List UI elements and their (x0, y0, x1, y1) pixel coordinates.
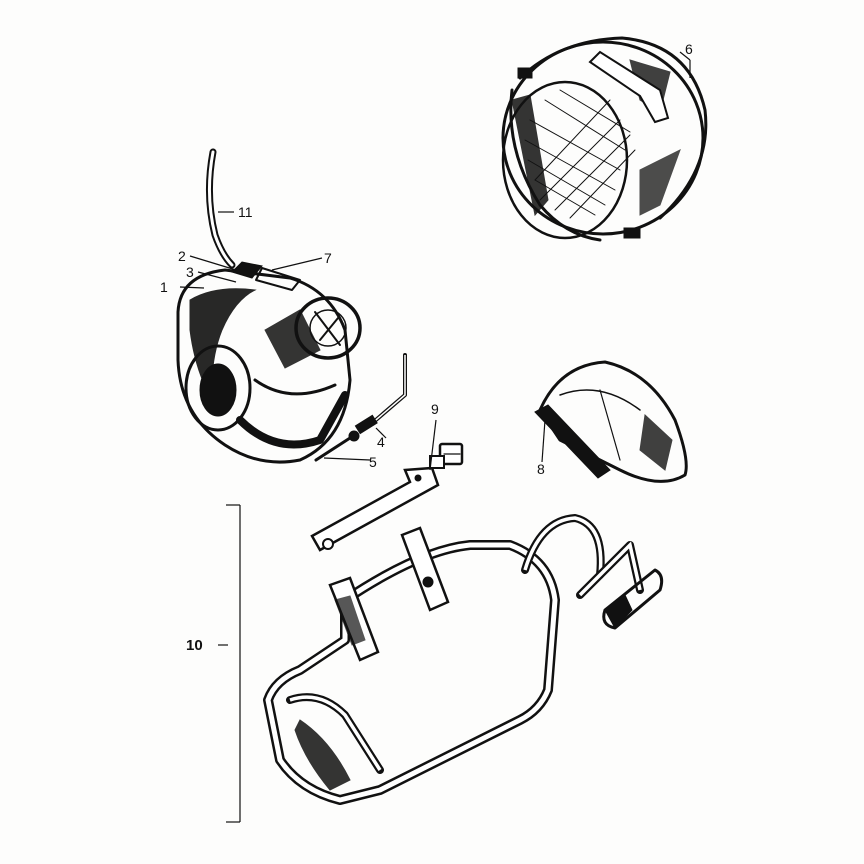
part-11-cable (205, 148, 236, 269)
callouts: 1 2 3 4 5 6 7 8 9 10 11 (160, 41, 693, 654)
callout-2: 2 (178, 248, 186, 264)
callout-8: 8 (537, 461, 545, 477)
part-10-range-bracket (218, 504, 241, 823)
part-10-frame (263, 514, 664, 805)
callout-10: 10 (186, 637, 203, 654)
part-5-screw (314, 430, 360, 462)
part-1-headlamp-housing (176, 261, 362, 464)
part-8-cover (534, 360, 688, 483)
bolt (429, 442, 464, 469)
part-4-rod (354, 353, 407, 435)
callout-1: 1 (160, 279, 168, 295)
part-6-headlamp-rim (501, 36, 708, 242)
callout-6: 6 (685, 41, 693, 57)
callout-5: 5 (369, 454, 377, 470)
callout-11: 11 (238, 204, 253, 220)
callout-3: 3 (186, 264, 194, 280)
leader-lines (179, 51, 691, 471)
callout-7: 7 (324, 250, 332, 266)
callout-4: 4 (377, 434, 385, 450)
callout-9: 9 (431, 401, 439, 417)
part-9-bracket (310, 442, 464, 552)
